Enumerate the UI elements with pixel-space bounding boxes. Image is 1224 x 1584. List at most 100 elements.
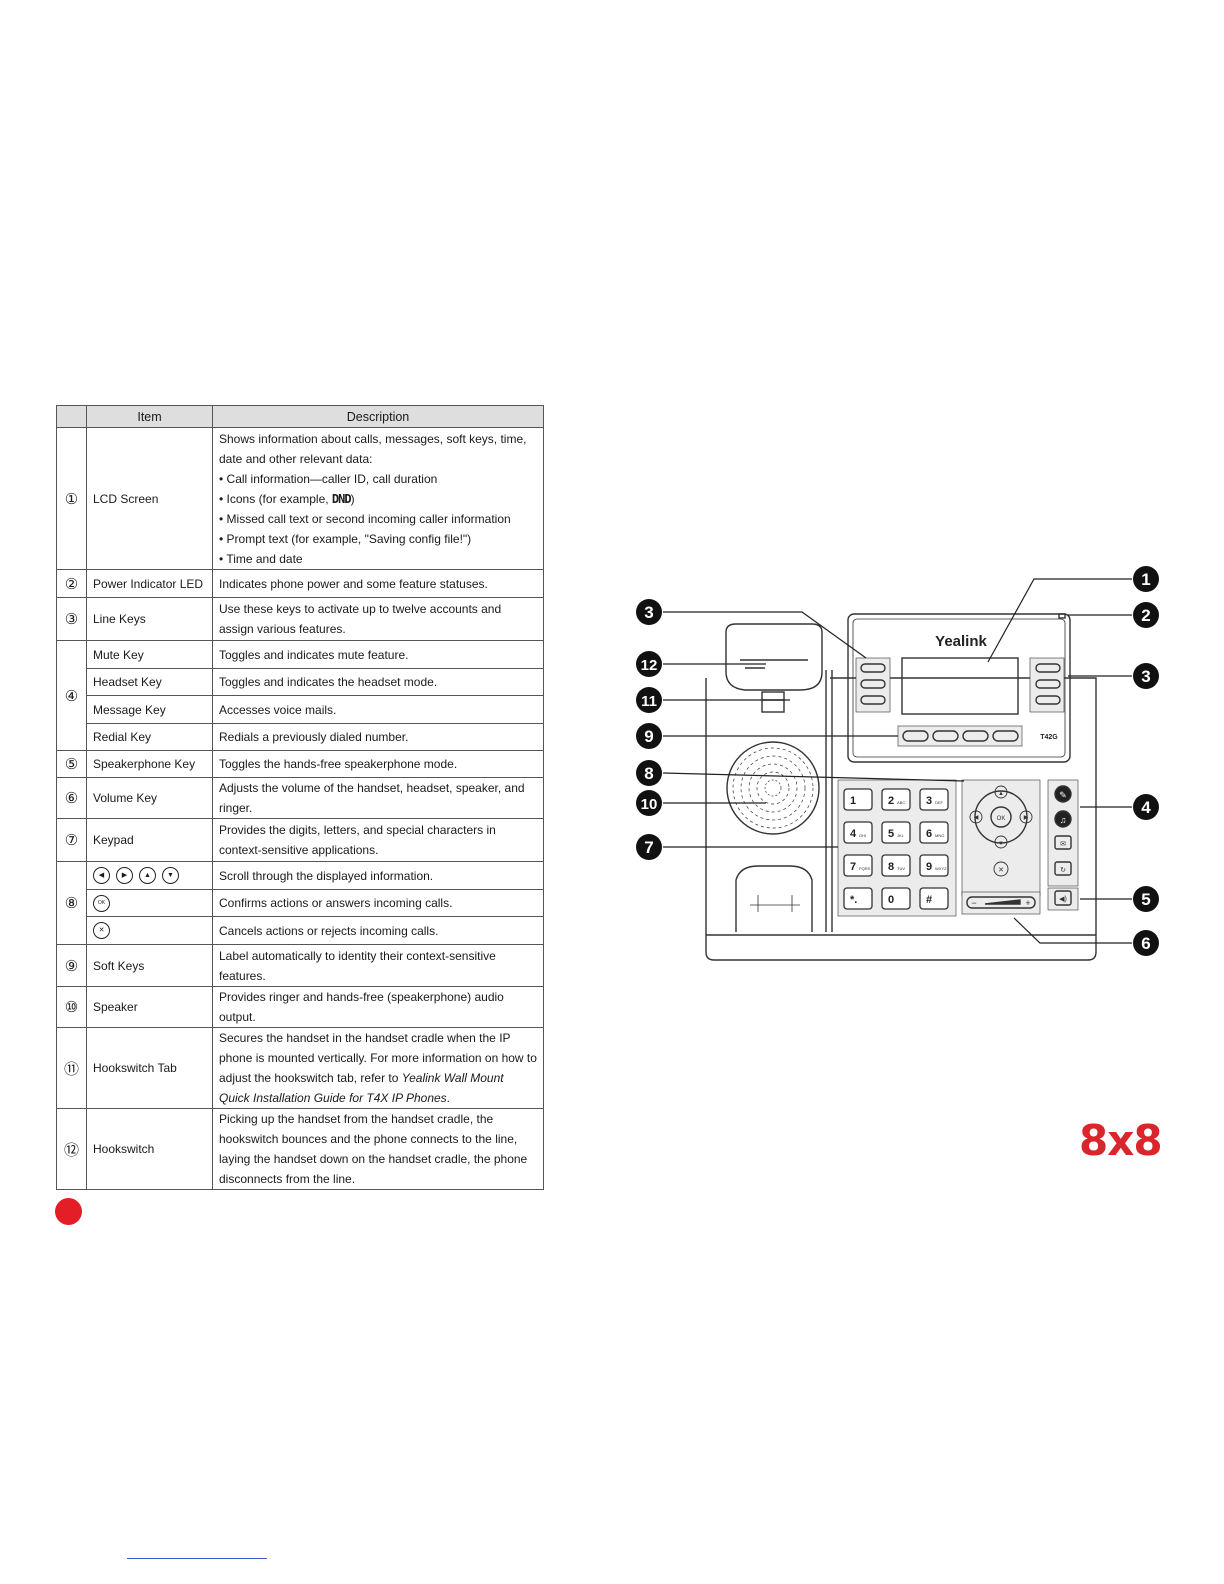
power-led (1058, 613, 1066, 619)
item-description: Confirms actions or answers incoming cal… (212, 889, 544, 917)
item-description: Adjusts the volume of the handset, heads… (212, 777, 544, 819)
callout-badge (1133, 930, 1159, 956)
keypad-key-label: # (926, 894, 932, 906)
handset-rest (735, 865, 813, 932)
envelope-icon: ✉ (1060, 841, 1066, 848)
item-description: Toggles and indicates mute feature. (212, 640, 544, 669)
item-number: ① (56, 427, 87, 570)
item-name: Speakerphone Key (86, 750, 213, 778)
callout-badge (1133, 886, 1159, 912)
model-label: T42G (1040, 734, 1058, 741)
table-row: Headset Key Toggles and indicates the he… (57, 668, 544, 696)
cancel-x-icon: ✕ (998, 867, 1004, 874)
callout-number: 1 (1141, 570, 1150, 589)
redial-key (1054, 861, 1072, 876)
item-number: ⑦ (56, 818, 87, 862)
item-name: Hookswitch Tab (86, 1027, 213, 1109)
keypad-key-letters: TUV (897, 866, 905, 871)
keypad-key-label: 5 (888, 828, 894, 840)
cancel-key (993, 861, 1009, 877)
table-header-row: Item Description (56, 405, 544, 428)
item-description: Toggles and indicates the headset mode. (212, 668, 544, 696)
keypad-key-letters: WXYZ (935, 866, 947, 871)
callout-number: 4 (1141, 798, 1151, 817)
nav-ring (974, 790, 1028, 844)
callout-number: 8 (644, 764, 653, 783)
item-description: Accesses voice mails. (212, 695, 544, 724)
navigation-cluster (961, 779, 1041, 897)
item-description: Cancels actions or rejects incoming call… (212, 916, 544, 945)
keypad-key-label: 3 (926, 795, 932, 807)
ok-key-icon: OK (93, 894, 110, 912)
table-row: OK Confirms actions or answers incoming … (57, 889, 544, 917)
table-row: ③ Line Keys Use these keys to activate u… (56, 597, 544, 641)
soft-keys (897, 725, 1023, 747)
dnd-icon: DND (331, 491, 352, 506)
item-number: ⑫ (56, 1108, 87, 1190)
callout-badge (1133, 566, 1159, 592)
item-number: ⑩ (56, 986, 87, 1028)
mute-icon: ✎ (1059, 790, 1067, 800)
right-arrow-icon: ▶ (116, 867, 133, 884)
headset-icon: ♫ (1060, 815, 1067, 825)
up-icon: ▲ (998, 791, 1004, 797)
table-row: ① LCD Screen Shows information about cal… (56, 427, 544, 570)
handset-cradle (725, 623, 823, 691)
keypad-key-label: 2 (888, 795, 894, 807)
table-row: ⑩ Speaker Provides ringer and hands-free… (56, 986, 544, 1028)
item-description: Scroll through the displayed information… (212, 861, 544, 890)
headset-key (1054, 810, 1072, 828)
keypad-key-letters: DEF (935, 800, 944, 805)
item-name: Power Indicator LED (86, 569, 213, 598)
keypad-key-letters: ABC (897, 800, 905, 805)
callout-badge (636, 834, 662, 860)
item-number: ④ (56, 640, 87, 751)
table-row: ✕ Cancels actions or rejects incoming ca… (57, 916, 544, 945)
table-row: ④ Mute Key Toggles and indicates mute fe… (56, 640, 544, 751)
item-number: ③ (56, 597, 87, 641)
footer-link-underline (127, 1558, 267, 1559)
callout-badge (1133, 602, 1159, 628)
left-arrow-icon: ◀ (93, 867, 110, 884)
phone-body (705, 677, 1097, 961)
callout-badge (636, 790, 662, 816)
item-number: ⑥ (56, 777, 87, 819)
callout-number: 7 (644, 838, 653, 857)
item-name: Mute Key (86, 640, 213, 669)
item-description: Provides ringer and hands-free (speakerp… (212, 986, 544, 1028)
brand-label: Yealink (935, 633, 987, 650)
callout-badge (636, 651, 662, 677)
item-name: Keypad (86, 818, 213, 862)
keypad-key: *. (843, 887, 873, 910)
callout-number: 9 (644, 727, 653, 746)
keypad-key: 0 (881, 887, 911, 910)
ok-label: OK (997, 816, 1006, 822)
item-name: ◀ ▶ ▲ ▼ (86, 861, 213, 890)
cancel-key-icon: ✕ (93, 922, 110, 939)
item-number: ⑤ (56, 750, 87, 778)
item-description: Indicates phone power and some feature s… (212, 569, 544, 598)
table-row: ⑦ Keypad Provides the digits, letters, a… (56, 818, 544, 862)
callout-number: 12 (641, 657, 658, 674)
callout-number: 3 (1141, 667, 1150, 686)
callout-number: 2 (1141, 606, 1150, 625)
item-description: Use these keys to activate up to twelve … (212, 597, 544, 641)
volume-minus: − (971, 898, 976, 908)
speaker-grille (726, 741, 820, 835)
volume-plus: + (1025, 898, 1030, 908)
leader-8 (662, 772, 965, 782)
down-arrow-icon: ▼ (162, 867, 179, 884)
keypad-key-label: 0 (888, 894, 894, 906)
item-name: Line Keys (86, 597, 213, 641)
item-number: ⑧ (56, 861, 87, 945)
item-name: LCD Screen (86, 427, 213, 570)
item-name: Volume Key (86, 777, 213, 819)
